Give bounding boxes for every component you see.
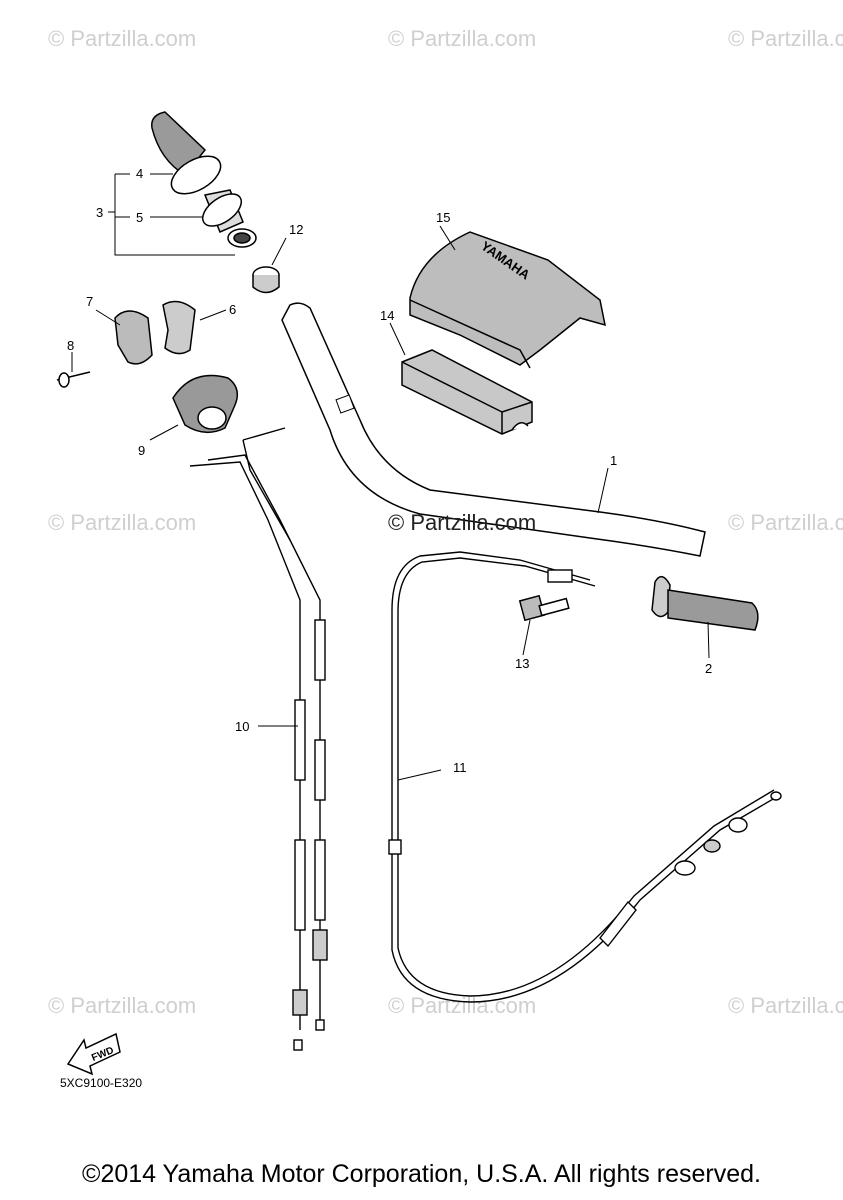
- callout-9: 9: [138, 443, 145, 458]
- callout-1: 1: [610, 453, 617, 468]
- callouts: 4 5 3 12 6 7 8 9 1 15 14 2 13 10 11: [67, 166, 712, 775]
- leader-lines: [71, 173, 710, 781]
- clutch-cable-11: [388, 551, 782, 1003]
- fwd-arrow-icon: FWD: [66, 1032, 121, 1076]
- watermark-top-right: © Partzilla.com: [728, 26, 843, 51]
- watermarks: © Partzilla.com © Partzilla.com © Partzi…: [48, 26, 843, 1018]
- callout-10: 10: [235, 719, 249, 734]
- watermark-bottom-left: © Partzilla.com: [48, 993, 196, 1018]
- callout-13: 13: [515, 656, 529, 671]
- callout-11: 11: [453, 760, 467, 775]
- watermark-center: © Partzilla.com: [388, 510, 536, 535]
- throttle-cover-9: [172, 374, 239, 434]
- callout-6: 6: [229, 302, 236, 317]
- parts-diagram: © Partzilla.com © Partzilla.com © Partzi…: [48, 26, 843, 1090]
- watermark-mid-right: © Partzilla.com: [728, 510, 843, 535]
- crossbar-pad-14: [401, 349, 533, 435]
- right-grip-2: [651, 576, 759, 631]
- watermark-mid-left: © Partzilla.com: [48, 510, 196, 535]
- watermark-top-left: © Partzilla.com: [48, 26, 196, 51]
- collar-12: [252, 266, 280, 294]
- callout-7: 7: [86, 294, 93, 309]
- callout-15: 15: [436, 210, 450, 225]
- throttle-cables-10: [189, 427, 328, 1051]
- callout-14: 14: [380, 308, 394, 323]
- watermark-bottom-right: © Partzilla.com: [728, 993, 843, 1018]
- callout-4: 4: [136, 166, 143, 181]
- callout-2: 2: [705, 661, 712, 676]
- diagram-code: 5XC9100-E320: [60, 1076, 142, 1090]
- callout-5: 5: [136, 210, 143, 225]
- handlebar-pad-15: YAMAHA: [409, 231, 606, 369]
- adjuster-13: [518, 594, 570, 622]
- watermark-top-center: © Partzilla.com: [388, 26, 536, 51]
- handlebar-1: [281, 302, 706, 557]
- callout-3: 3: [96, 205, 103, 220]
- left-grip-assembly: [151, 111, 257, 248]
- copyright-footer: ©2014 Yamaha Motor Corporation, U.S.A. A…: [82, 1160, 761, 1188]
- callout-12: 12: [289, 222, 303, 237]
- throttle-housing: [56, 300, 196, 388]
- callout-8: 8: [67, 338, 74, 353]
- watermark-bottom-center: © Partzilla.com: [388, 993, 536, 1018]
